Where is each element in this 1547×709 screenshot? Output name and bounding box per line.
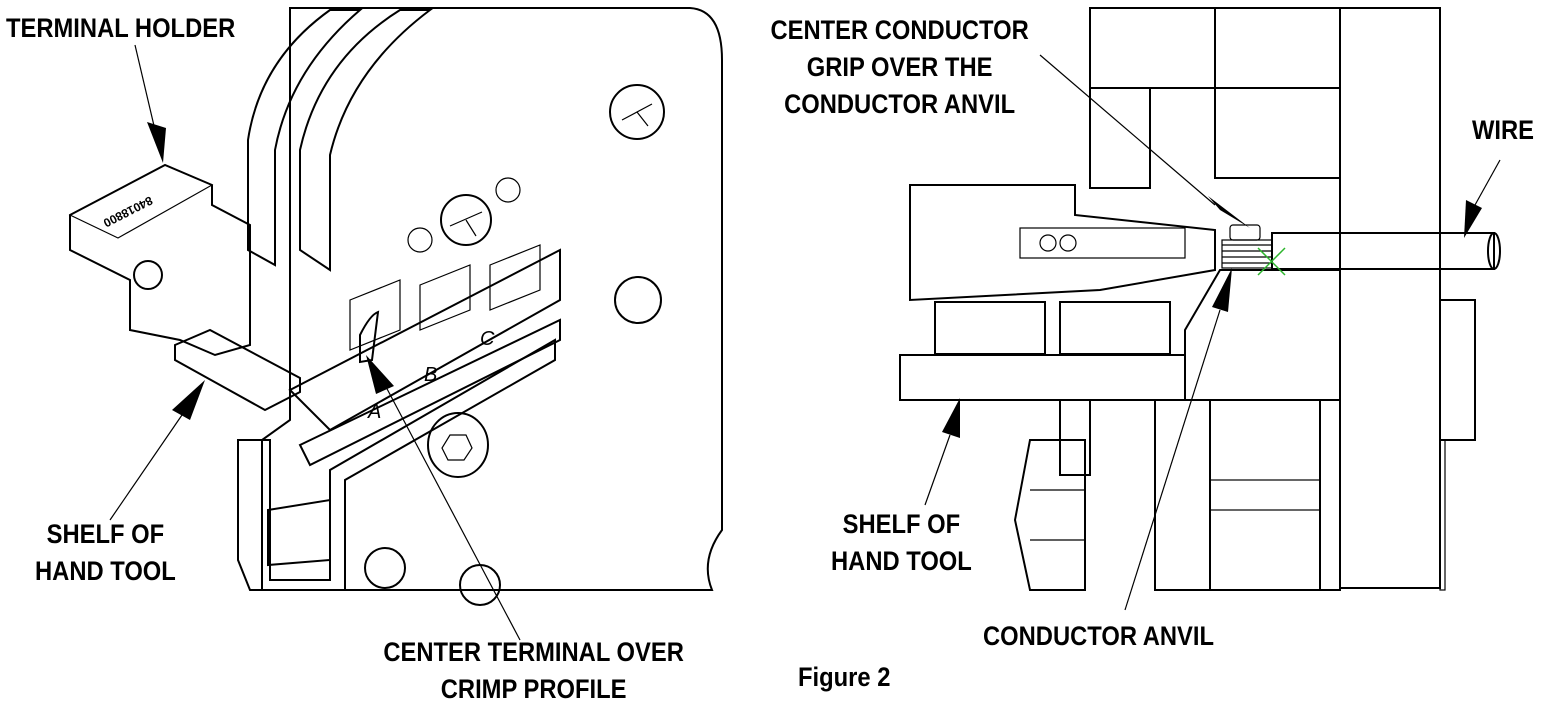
leader-terminal-holder: [134, 44, 166, 163]
hand-tool-shelf: [174, 328, 301, 412]
socket-screw-icon: [427, 412, 489, 478]
caption-text: Figure 2: [798, 662, 891, 692]
label-shelf-left: SHELF OF HAND TOOL: [24, 516, 187, 590]
label-shelf-right: SHELF OF HAND TOOL: [820, 506, 983, 580]
cavity-label-b: B: [424, 364, 437, 386]
part-number: 84018800: [101, 193, 155, 230]
screw-head-icon: [459, 564, 501, 606]
label-conductor-grip: CENTER CONDUCTOR GRIP OVER THE CONDUCTOR…: [750, 12, 1049, 123]
label-text: SHELF OF: [842, 509, 961, 539]
terminal-holder: 84018800: [68, 163, 251, 357]
label-conductor-anvil: CONDUCTOR ANVIL: [983, 618, 1214, 655]
screw-head-icon: [364, 547, 406, 589]
label-text: SHELF OF: [46, 519, 165, 549]
leader-center-terminal: [366, 355, 521, 641]
cavity-label-a: A: [367, 401, 381, 423]
right-cross-section-view: [899, 7, 1501, 611]
label-center-terminal: CENTER TERMINAL OVER CRIMP PROFILE: [362, 634, 705, 708]
shelf-section: [899, 354, 1186, 401]
cavity-label-c: C: [480, 328, 495, 350]
tool-lower-bracket: [237, 338, 556, 591]
leader-shelf-right: [924, 398, 960, 506]
pin-icon: [614, 276, 662, 324]
leader-conductor-grip: [1039, 54, 1250, 228]
label-terminal-holder: TERMINAL HOLDER: [6, 10, 235, 47]
wire: [1271, 232, 1495, 270]
center-conductor-grip: [1221, 224, 1273, 269]
leader-conductor-anvil: [1124, 268, 1232, 611]
figure-caption: Figure 2: [798, 659, 890, 696]
screw-head-icon: [609, 84, 665, 140]
terminal-holder-section: [909, 184, 1216, 302]
screw-head-icon: [440, 194, 492, 246]
leader-shelf-left: [109, 380, 205, 521]
label-text: CENTER TERMINAL OVER: [383, 637, 684, 667]
center-terminal: [359, 310, 380, 364]
label-text: CENTER CONDUCTOR: [770, 15, 1029, 45]
label-text: CONDUCTOR ANVIL: [784, 89, 1016, 119]
socket-screw-icon: [133, 260, 163, 290]
label-text: GRIP OVER THE: [806, 52, 993, 82]
jaw-arm-left: [247, 9, 363, 267]
jaw-arm-right: [299, 9, 433, 272]
label-text: HAND TOOL: [35, 556, 176, 586]
label-text: CRIMP PROFILE: [440, 674, 627, 704]
leader-wire: [1464, 159, 1501, 238]
tool-frame-plate: [261, 7, 723, 591]
conductor-anvil-section: [1059, 269, 1341, 591]
hex-nut-icon: [1013, 439, 1086, 591]
label-text: HAND TOOL: [831, 546, 972, 576]
label-text: TERMINAL HOLDER: [6, 13, 236, 43]
alignment-marker-icon: [1257, 247, 1286, 276]
label-text: CONDUCTOR ANVIL: [983, 621, 1214, 651]
hole-icon: [495, 177, 521, 203]
hole-icon: [407, 227, 433, 253]
label-text: WIRE: [1472, 115, 1535, 145]
label-wire: WIRE: [1472, 112, 1534, 149]
die-rail: [298, 318, 561, 467]
